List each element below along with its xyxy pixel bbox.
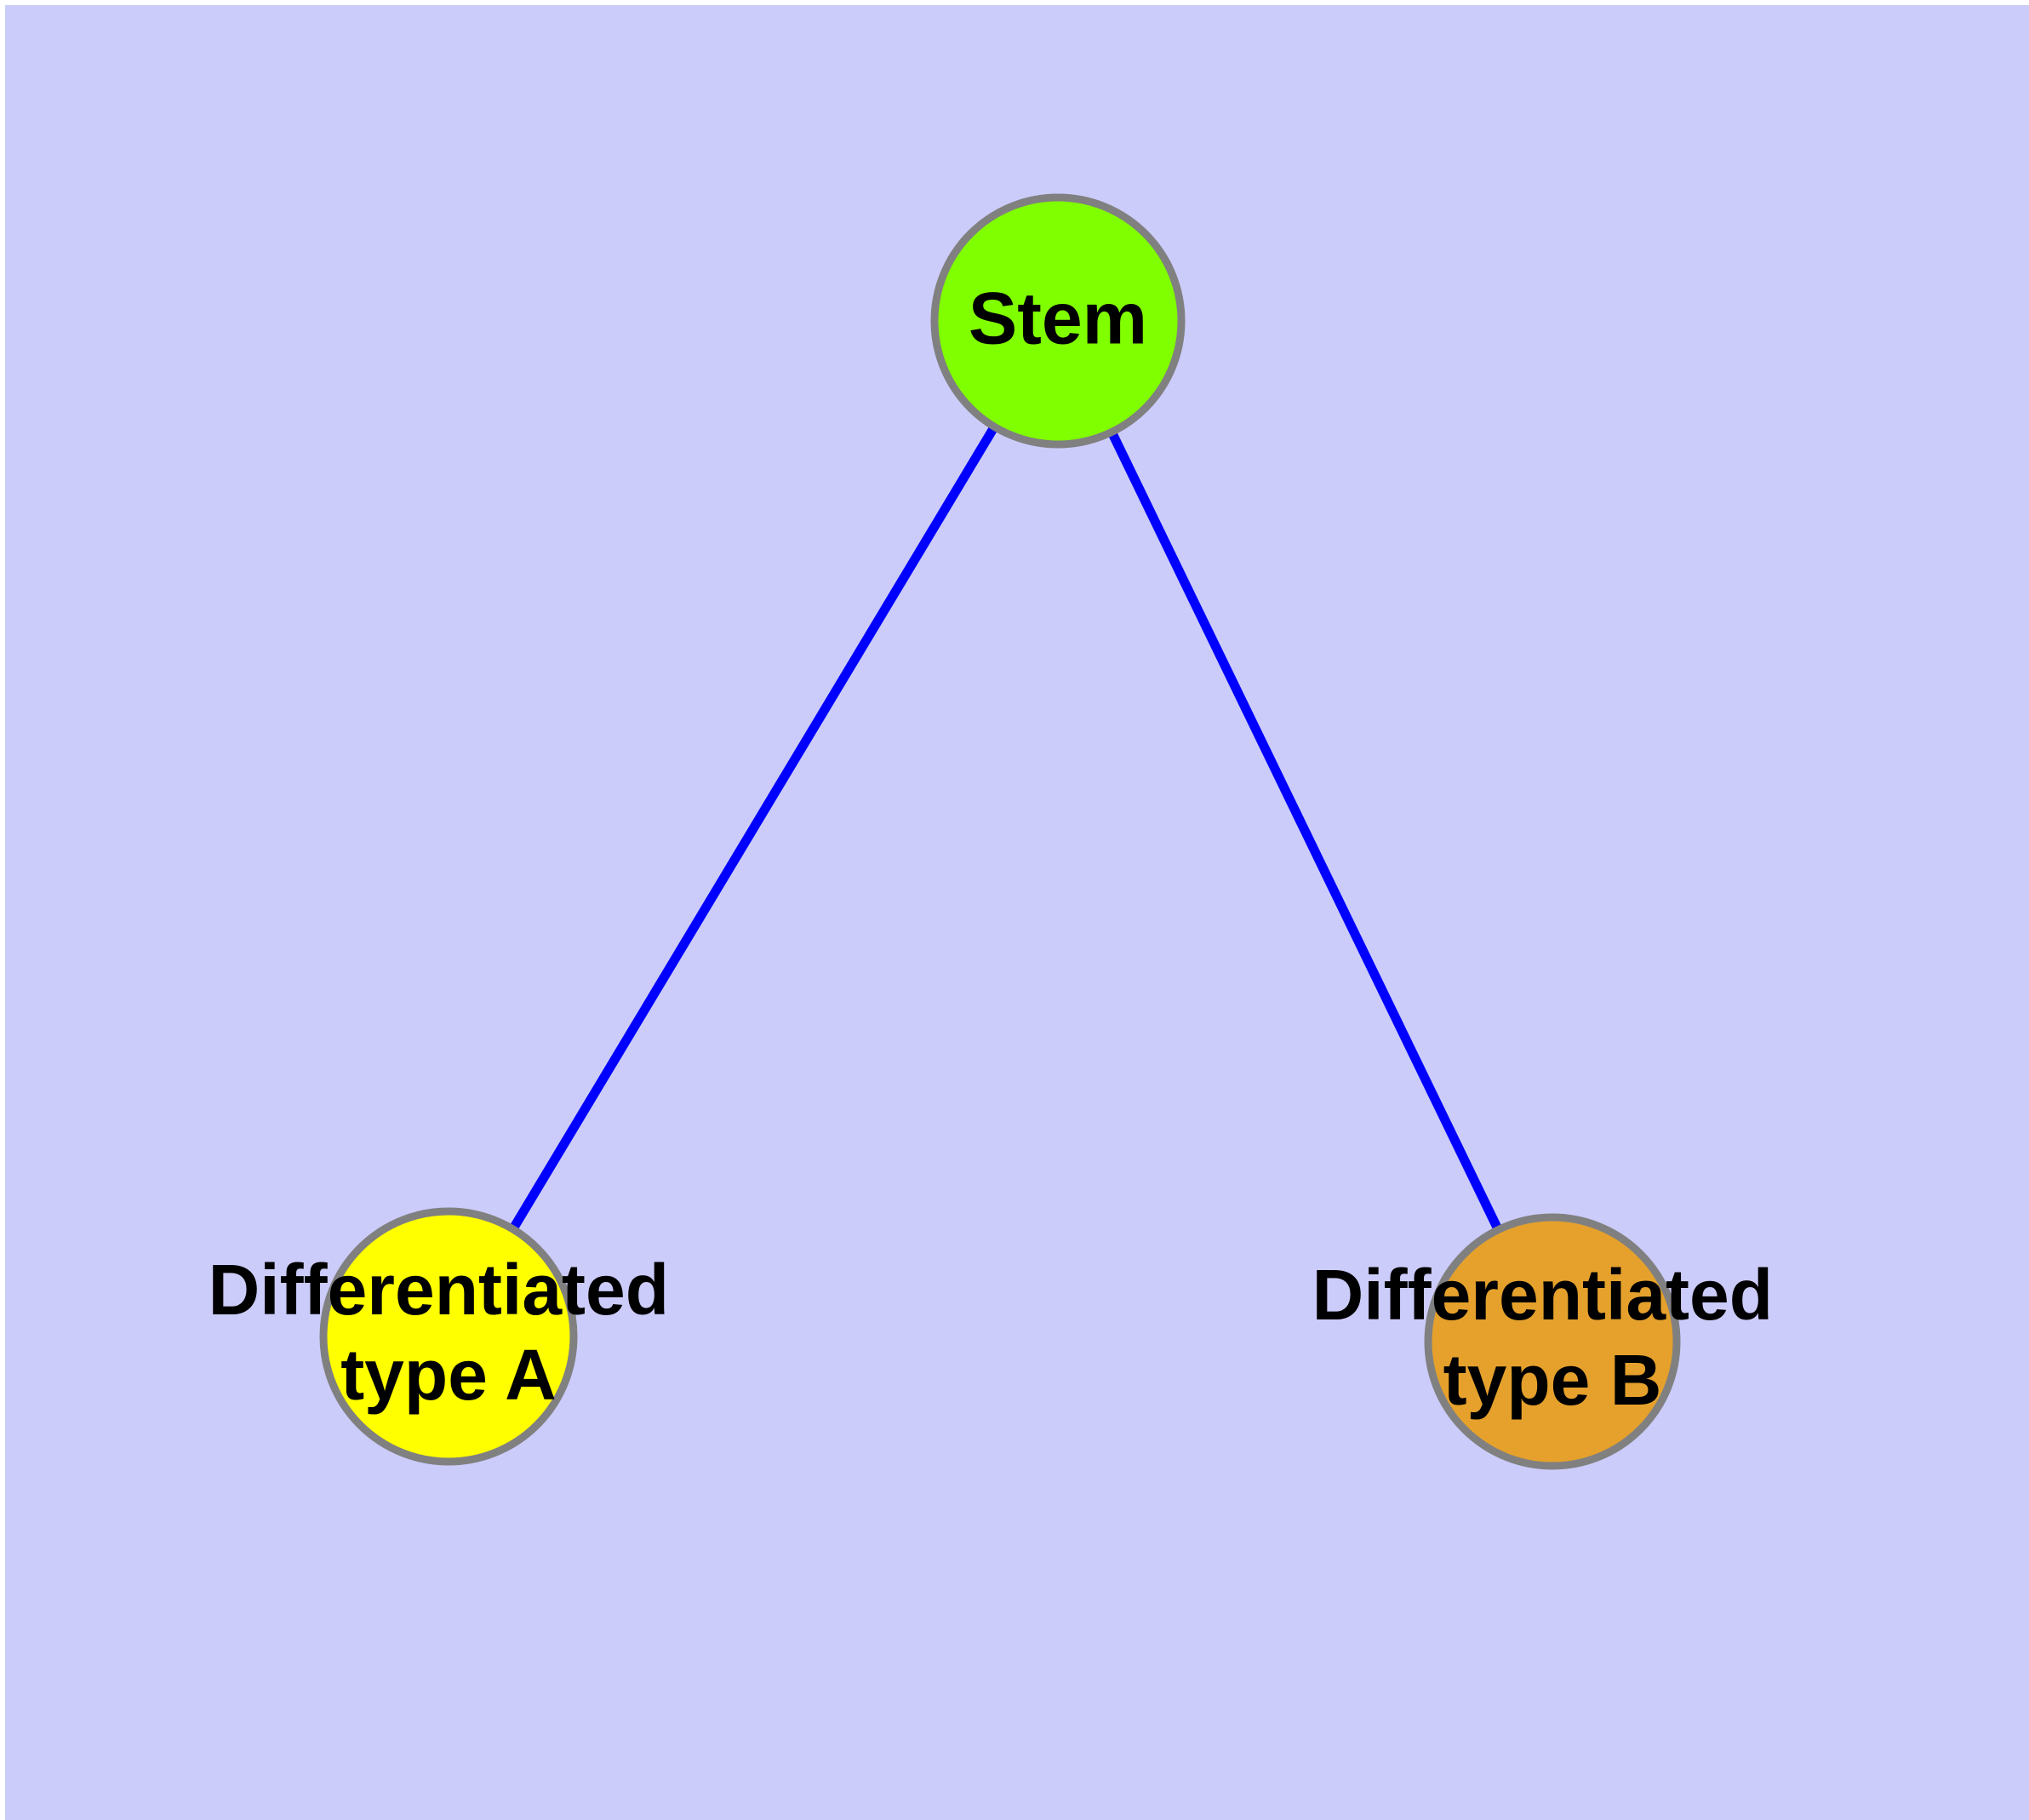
node-diff-a-label-line-1: Differentiated (209, 1250, 669, 1330)
node-stem[interactable]: Stem (930, 193, 1186, 449)
node-diff-b-label-line-1: Differentiated (1312, 1255, 1773, 1335)
edge-stem-to-diff-b[interactable] (1054, 318, 1557, 1344)
node-diff-a-label-line-2: type A (340, 1335, 557, 1415)
node-layer: Stem (319, 193, 1681, 1470)
label-layer: Differentiated type A Differentiated typ… (209, 1250, 1793, 1420)
node-diff-b[interactable] (1424, 1213, 1681, 1470)
node-diff-a[interactable] (319, 1207, 578, 1466)
graph-svg: Stem Differentiated type A Differentiate… (209, 193, 1793, 1470)
edge-stem-to-diff-a[interactable] (444, 318, 1062, 1339)
node-stem-circle[interactable] (930, 193, 1186, 449)
node-diff-a-circle[interactable] (319, 1207, 578, 1466)
edge-layer (444, 318, 1557, 1344)
node-stem-label: Stem (969, 278, 1147, 360)
node-diff-b-label-line-2: type B (1443, 1340, 1662, 1420)
node-diff-b-circle[interactable] (1424, 1213, 1681, 1470)
node-diff-a-label: Differentiated type A (209, 1250, 689, 1415)
node-diff-b-label: Differentiated type B (1312, 1255, 1793, 1420)
